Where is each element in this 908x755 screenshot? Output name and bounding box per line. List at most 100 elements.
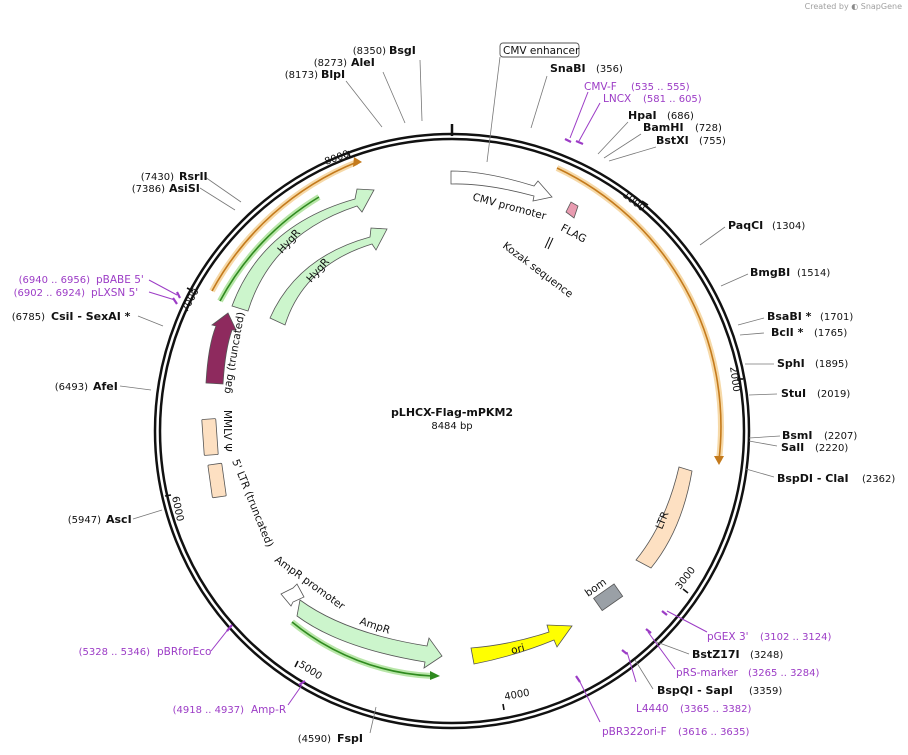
site-leaders xyxy=(119,59,781,734)
plasmid-name: pLHCX-Flag-mPKM2 xyxy=(391,406,513,419)
primer-pos-cmv-f: (535 .. 555) xyxy=(631,82,690,93)
site-name-afei: AfeI xyxy=(93,380,118,393)
ampr-orf-head-icon xyxy=(430,671,440,680)
primer-pos-pbr322ori-f: (3616 .. 3635) xyxy=(678,727,750,738)
tick-label-2000: 2000 xyxy=(727,366,741,393)
site-pos-asci: (5947) xyxy=(68,515,101,526)
primer-pos-amp-r: (4918 .. 4937) xyxy=(173,705,245,716)
site-name-bspdi-clai: BspDI - ClaI xyxy=(777,472,849,485)
primer-name-pbrforeco: pBRforEco xyxy=(157,646,211,658)
site-pos-bsabi: (1701) xyxy=(820,312,853,323)
primer-pos-prs-marker: (3265 .. 3284) xyxy=(748,668,820,679)
site-pos-rsrii: (7430) xyxy=(141,172,174,183)
ori-arrow xyxy=(470,624,573,665)
site-name-stui: StuI xyxy=(781,387,806,400)
site-name-hpai: HpaI xyxy=(628,109,657,122)
site-labels: (8350) BsgI (8273) AleI (8173) BlpI SnaB… xyxy=(12,44,896,745)
tick-label-3000: 3000 xyxy=(674,565,698,592)
hygr-outer-arrow xyxy=(231,188,375,312)
primer-marks xyxy=(172,138,668,686)
site-name-bcli: BclI * xyxy=(771,326,804,339)
site-pos-bspdi-clai: (2362) xyxy=(862,474,895,485)
site-name-sphi: SphI xyxy=(777,357,805,370)
tick-mark-6000 xyxy=(164,494,172,497)
mmlv-psi-box xyxy=(201,418,219,456)
backbone xyxy=(153,124,751,730)
primer-pos-pgex3: (3102 .. 3124) xyxy=(760,632,832,643)
tick-mark-7000 xyxy=(186,287,194,292)
site-pos-bstz17i: (3248) xyxy=(750,650,783,661)
ori-label: ori xyxy=(510,642,526,657)
site-name-asci: AscI xyxy=(106,513,132,526)
primer-labels: CMV-F (535 .. 555) LNCX (581 .. 605) pGE… xyxy=(14,81,832,738)
tick-label-5000: 5000 xyxy=(296,659,323,682)
hygr-inner-arrow xyxy=(269,227,388,326)
tick-mark-5000 xyxy=(294,660,299,668)
site-name-rsrii: RsrII xyxy=(179,170,208,183)
primer-pos-pbrforeco: (5328 .. 5346) xyxy=(79,647,151,658)
features: HygR HygR gag (truncated) MMLV Ψ 5' LTR … xyxy=(201,42,693,669)
tick-mark-8000 xyxy=(347,150,351,158)
primer-pos-l4440: (3365 .. 3382) xyxy=(680,704,752,715)
site-name-bsabi: BsaBI * xyxy=(767,310,812,323)
cmv-enhancer-box xyxy=(499,42,580,58)
primer-name-pbr322ori-f: pBR322ori-F xyxy=(602,726,667,738)
primer-name-l4440: L4440 xyxy=(636,703,669,715)
site-pos-sali: (2220) xyxy=(815,443,848,454)
site-pos-bmgbi: (1514) xyxy=(797,268,830,279)
site-pos-afei: (6493) xyxy=(55,382,88,393)
orf-arc-left xyxy=(211,161,358,292)
site-name-bspqi-sapi: BspQI - SapI xyxy=(657,684,733,697)
primer-name-pbabe5: pBABE 5' xyxy=(96,274,144,286)
site-name-snabi: SnaBI xyxy=(550,62,586,75)
hygr-orf-arc xyxy=(219,196,320,302)
bom-box xyxy=(593,583,624,612)
primer-name-cmv-f: CMV-F xyxy=(584,81,617,93)
site-pos-hpai: (686) xyxy=(667,111,694,122)
site-pos-bstxi: (755) xyxy=(699,136,726,147)
primer-name-amp-r: Amp-R xyxy=(251,704,286,716)
kozak-label: Kozak sequence xyxy=(500,240,575,301)
primer-name-prs-marker: pRS-marker xyxy=(676,667,739,679)
tick-label-7000: 7000 xyxy=(180,287,202,315)
ampr-promoter-arrow xyxy=(280,583,305,607)
site-name-sali: SalI xyxy=(781,441,804,454)
watermark-created-by: Created by xyxy=(804,2,849,11)
site-name-bamhi: BamHI xyxy=(643,121,684,134)
flag-label: FLAG xyxy=(559,222,589,245)
orf-arc-right-head-icon xyxy=(714,456,724,465)
snapgene-logo-icon: ◐ xyxy=(851,2,859,11)
site-name-bmgbi: BmgBI xyxy=(750,266,790,279)
kozak-mark-b xyxy=(547,237,554,250)
backbone-inner xyxy=(158,137,746,725)
site-name-bsgi: BsgI xyxy=(389,44,416,57)
site-name-bsmi: BsmI xyxy=(782,429,813,442)
site-name-asisi: AsiSI xyxy=(169,182,200,195)
primer-pos-lncx: (581 .. 605) xyxy=(643,94,702,105)
site-name-fspi: FspI xyxy=(337,732,363,745)
site-pos-stui: (2019) xyxy=(817,389,850,400)
primer-pos-plxsn5: (6902 .. 6924) xyxy=(14,288,86,299)
site-pos-blpi: (8173) xyxy=(285,70,318,81)
orf-arc-left-head-icon xyxy=(353,157,362,167)
cmv-enhancer-label: CMV enhancer xyxy=(503,45,580,57)
ampr-arrow xyxy=(296,599,443,669)
cmv-enhancer-leader xyxy=(486,56,501,163)
tick-label-4000: 4000 xyxy=(504,688,531,703)
tick-label-6000: 6000 xyxy=(169,495,185,522)
flag-box xyxy=(565,201,579,219)
ampr-orf-arc xyxy=(291,621,433,677)
orf-arcs xyxy=(209,157,724,680)
site-pos-fspi: (4590) xyxy=(298,734,331,745)
watermark-brand: SnapGene xyxy=(860,2,902,11)
site-pos-asisi: (7386) xyxy=(132,184,165,195)
gag-arrow xyxy=(205,312,237,385)
site-name-blpi: BlpI xyxy=(321,68,345,81)
snapgene-watermark: Created by ◐ SnapGene xyxy=(805,2,902,11)
ampr-promoter-label: AmpR promoter xyxy=(272,554,347,613)
site-pos-alei: (8273) xyxy=(314,58,347,69)
site-pos-csii-sexai: (6785) xyxy=(12,312,45,323)
primer-leaders xyxy=(148,91,708,723)
cmv-promoter-arrow xyxy=(450,170,553,202)
plasmid-length: 8484 bp xyxy=(431,421,472,432)
